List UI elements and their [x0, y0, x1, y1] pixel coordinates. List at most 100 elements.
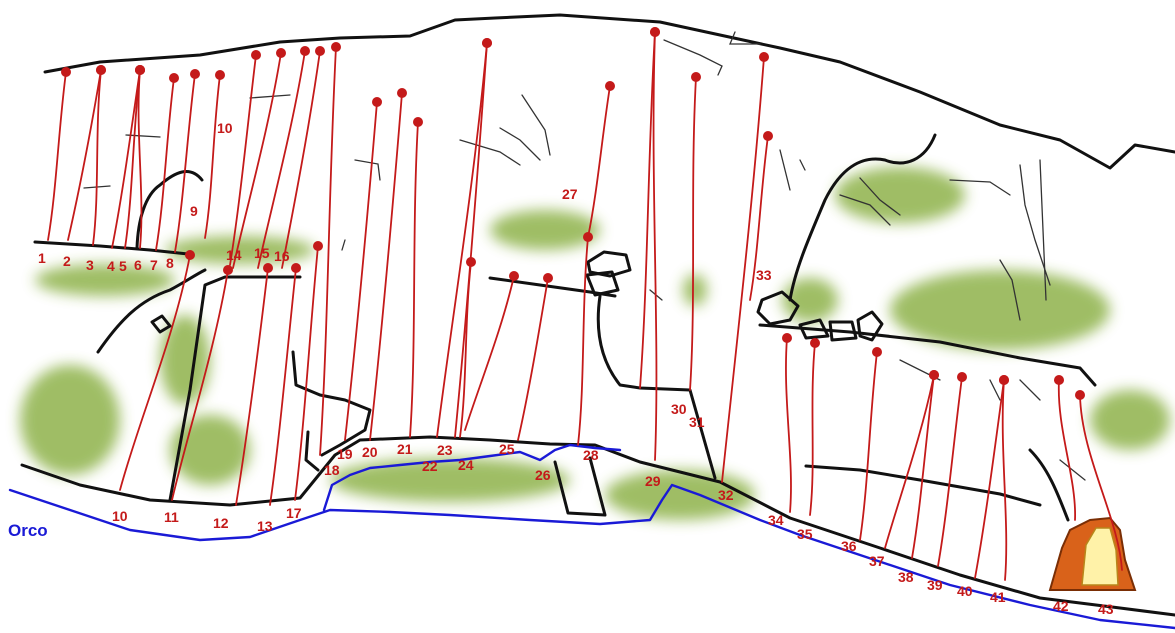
- route-line-29: [654, 32, 657, 460]
- route-line-40: [975, 380, 1004, 578]
- route-line-26: [518, 278, 548, 440]
- route-number-label: 27: [562, 186, 578, 202]
- route-number-label: 40: [957, 583, 973, 599]
- route-anchor-dot-31: [691, 72, 701, 82]
- route-anchor-dot-6: [135, 65, 145, 75]
- river-label: Orco: [8, 521, 48, 540]
- route-line-24: [460, 262, 471, 437]
- route-number-label: 21: [397, 441, 413, 457]
- vegetation-patch: [490, 210, 600, 250]
- route-line-31: [690, 77, 696, 390]
- route-line-37: [885, 375, 934, 548]
- route-anchor-dot-38: [929, 370, 939, 380]
- route-number-label: 25: [499, 441, 515, 457]
- route-anchor-dot-9: [215, 70, 225, 80]
- route-anchor-dot-28: [583, 232, 593, 242]
- route-anchor-dot-15: [300, 46, 310, 56]
- route-number-label: 41: [990, 589, 1006, 605]
- route-number-label: 29: [645, 473, 661, 489]
- route-number-label: 20: [362, 444, 378, 460]
- route-anchor-dot-39: [957, 372, 967, 382]
- route-line-8: [175, 74, 195, 252]
- route-anchor-dot-25: [509, 271, 519, 281]
- route-number-label: 37: [869, 553, 885, 569]
- route-line-12: [236, 268, 268, 505]
- vegetation-patch: [683, 274, 707, 306]
- route-number-label: 15: [254, 245, 270, 261]
- route-number-label: 11: [164, 509, 179, 525]
- boulder-block-28: [555, 458, 605, 515]
- route-line-19: [345, 102, 377, 440]
- route-anchor-dot-24: [466, 257, 476, 267]
- route-line-4: [112, 70, 140, 248]
- route-line-28: [578, 237, 588, 445]
- rock-crack: [342, 240, 345, 250]
- route-line-41: [1003, 380, 1007, 580]
- route-number-label: 7: [150, 257, 158, 273]
- route-line-10: [230, 55, 256, 265]
- route-anchor-dot-14: [276, 48, 286, 58]
- route-number-label: 10: [112, 508, 128, 524]
- rock-crack: [800, 160, 805, 170]
- route-line-36: [860, 352, 877, 540]
- route-line-14: [233, 53, 281, 268]
- route-number-label: 18: [324, 462, 340, 478]
- vegetation-patch: [170, 415, 250, 485]
- route-line-35: [810, 343, 815, 515]
- route-line-13: [270, 268, 296, 505]
- route-number-label: 14: [226, 247, 242, 263]
- route-number-label: 22: [422, 458, 438, 474]
- route-anchor-dot-1: [61, 67, 71, 77]
- rock-crack: [1020, 380, 1040, 400]
- rock-crack: [1060, 460, 1085, 480]
- route-anchor-dot-27: [605, 81, 615, 91]
- route-number-label: 10: [217, 120, 233, 136]
- route-anchor-dot-26: [543, 273, 553, 283]
- chimney-18: [306, 432, 318, 470]
- vegetation-patches: [20, 167, 1170, 520]
- route-number-label: 30: [671, 401, 687, 417]
- route-number-label: 33: [756, 267, 772, 283]
- route-number-label: 42: [1053, 598, 1069, 614]
- route-number-label: 19: [337, 446, 353, 462]
- route-number-label: 35: [797, 526, 813, 542]
- route-anchor-dot-36: [872, 347, 882, 357]
- route-number-label: 6: [134, 257, 142, 273]
- route-line-9: [205, 75, 220, 238]
- route-anchor-dot-11: [223, 265, 233, 275]
- route-anchor-dot-21: [413, 117, 423, 127]
- route-number-label: 31: [689, 414, 705, 430]
- route-anchor-dot-42: [1054, 375, 1064, 385]
- route-anchor-dot-19: [372, 97, 382, 107]
- route-line-38: [912, 375, 934, 558]
- route-line-18: [320, 47, 336, 455]
- route-line-27: [588, 86, 610, 237]
- route-anchor-dot-12: [263, 263, 273, 273]
- route-line-22: [437, 43, 487, 437]
- route-number-label: 32: [718, 487, 734, 503]
- rock-crack: [460, 140, 520, 165]
- route-anchor-dot-20: [397, 88, 407, 98]
- cave: [1050, 518, 1135, 590]
- route-line-15: [258, 51, 305, 268]
- vegetation-patch: [890, 270, 1110, 350]
- route-number-label: 43: [1098, 601, 1114, 617]
- route-line-30: [640, 32, 655, 388]
- route-line-34: [786, 338, 791, 512]
- route-anchor-dot-41: [999, 375, 1009, 385]
- vegetation-patch: [20, 365, 120, 475]
- route-anchor-dot-17: [313, 241, 323, 251]
- rock-crack: [780, 150, 790, 190]
- route-anchor-dot-7: [169, 73, 179, 83]
- route-number-label: 38: [898, 569, 914, 585]
- route-anchor-dot-10: [185, 250, 195, 260]
- route-anchor-dot-32: [759, 52, 769, 62]
- route-anchor-dot-35: [810, 338, 820, 348]
- rock-crack: [664, 40, 722, 75]
- route-line-39: [938, 377, 962, 566]
- route-number-label: 1: [38, 250, 46, 266]
- route-number-label: 4: [107, 258, 115, 274]
- rock-crack: [990, 380, 1000, 400]
- route-number-label: 2: [63, 253, 71, 269]
